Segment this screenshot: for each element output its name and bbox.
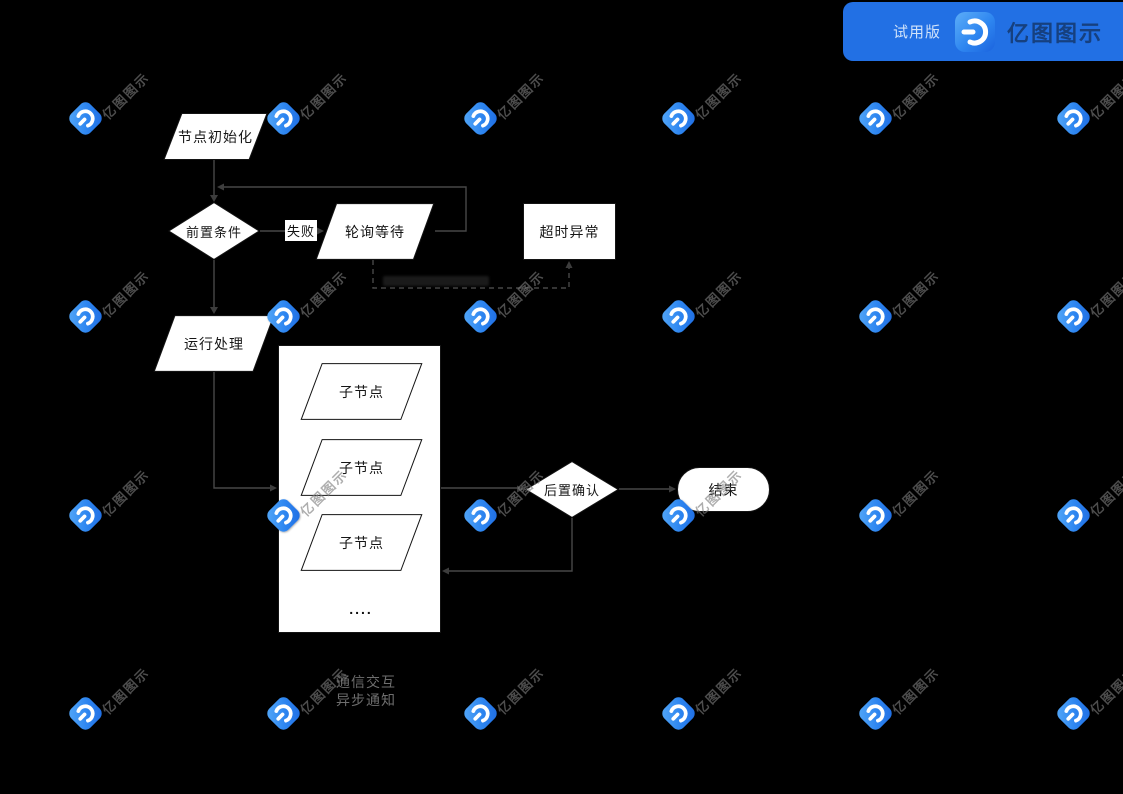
node-label: 前置条件 [185,224,242,240]
trial-label: 试用版 [893,24,942,41]
edraw-logo-icon [955,11,996,52]
node-label: 超时异常 [539,223,600,240]
connector-polling-feedback-loop[interactable] [224,186,467,232]
note-line-2: 异步通知 [336,692,396,708]
node-child-1[interactable]: 子节点 [300,363,423,420]
node-end[interactable]: 结束 [677,467,770,512]
node-precondition[interactable]: 前置条件 [168,202,260,260]
note-line-1: 通信交互 [336,674,396,690]
node-label: 后置确认 [543,483,600,498]
node-timeout[interactable]: 超时异常 [523,203,616,260]
arrowheads [210,183,676,575]
node-label: 轮询等待 [345,223,405,240]
node-child-2[interactable]: 子节点 [300,439,423,496]
node-label: 节点初始化 [178,128,253,145]
node-label: 子节点 [339,383,384,400]
node-label: 运行处理 [184,335,244,352]
node-polling[interactable]: 轮询等待 [315,203,435,260]
node-child-3[interactable]: 子节点 [300,514,423,571]
trial-version-badge[interactable]: 试用版 亿图图示 [843,2,1123,61]
node-label: 子节点 [339,459,384,476]
node-init[interactable]: 节点初始化 [163,113,268,160]
connector-postconfirm-back-to-container[interactable] [449,518,573,572]
edge-label-fail[interactable]: 失败 [285,220,317,241]
canvas-notes[interactable]: 通信交互 异步通知 [336,673,396,709]
node-label: 结束 [708,481,739,498]
connector-polling-to-timeout-dashed[interactable] [372,260,570,289]
node-run[interactable]: 运行处理 [153,315,275,372]
connector-run-to-container[interactable] [213,372,270,489]
edge-label-text: 失败 [286,224,315,239]
node-label: 子节点 [339,534,384,551]
illegible-label-smudge [383,276,489,286]
brand-name: 亿图图示 [1007,20,1104,46]
more-children-ellipsis[interactable]: .... [349,601,373,617]
node-post-confirm[interactable]: 后置确认 [525,461,619,518]
